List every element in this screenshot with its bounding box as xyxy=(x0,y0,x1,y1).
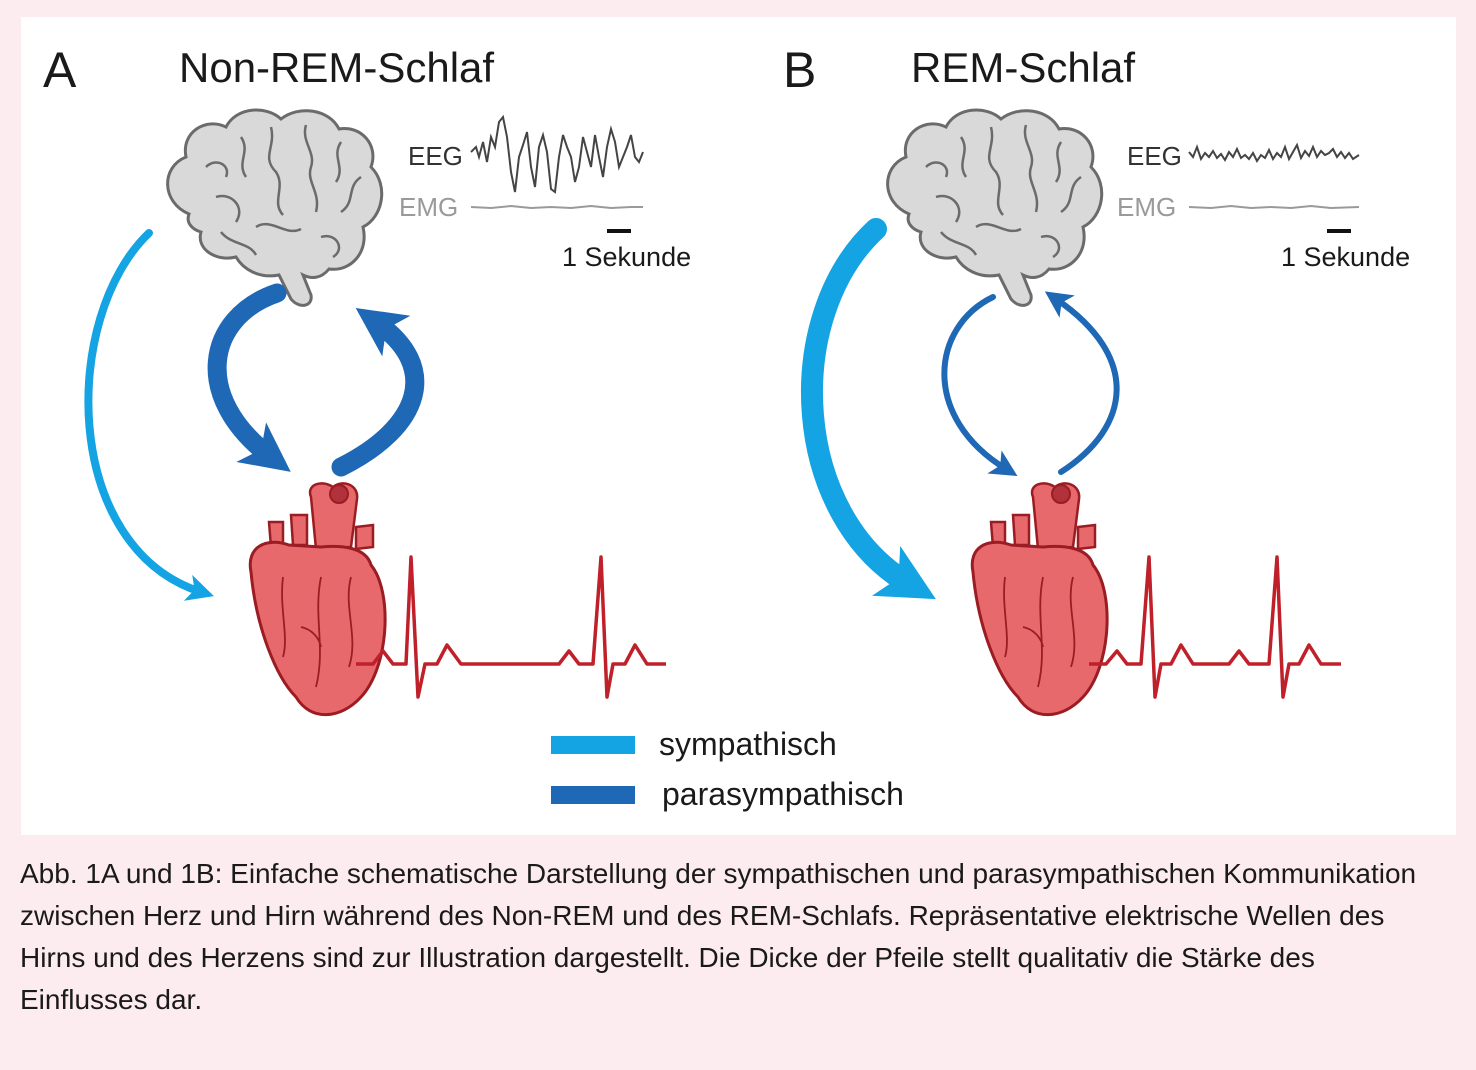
panel-a-sympathetic-arrow xyxy=(84,229,214,601)
panel-a-parasympathetic-arrow-down xyxy=(207,283,291,472)
panel-a-emg-trace xyxy=(470,204,643,210)
panel-a-eeg-label: EEG xyxy=(408,141,463,171)
panel-b-parasympathetic-arrow-up xyxy=(1044,291,1120,475)
legend-label-sympathetic: sympathisch xyxy=(659,726,837,762)
panel-b-ecg-trace xyxy=(1089,555,1341,699)
panel-a-heart xyxy=(248,482,387,717)
panel-a-brain xyxy=(166,108,384,307)
legend-swatch-parasympathetic xyxy=(551,786,635,804)
figure-caption: Abb. 1A und 1B: Einfache schematische Da… xyxy=(20,858,1417,1015)
panel-a-scale-label: 1 Sekunde xyxy=(562,242,692,272)
panel-b-heart xyxy=(970,482,1109,717)
panel-a-parasympathetic-arrow-up xyxy=(331,307,425,477)
panel-b-parasympathetic-arrow-down xyxy=(941,294,1018,477)
panel-b-title: REM-Schlaf xyxy=(911,44,1136,91)
panel-a-title: Non-REM-Schlaf xyxy=(179,44,495,91)
figure-artwork xyxy=(84,108,1360,804)
panel-a-letter: A xyxy=(43,42,77,98)
panel-a-emg-label: EMG xyxy=(399,192,459,222)
panel-b-emg-trace xyxy=(1188,204,1360,210)
panel-b-eeg-trace xyxy=(1188,142,1360,163)
panel-b-eeg-label: EEG xyxy=(1127,141,1182,171)
panel-a-eeg-trace xyxy=(470,114,644,194)
panel-b-emg-label: EMG xyxy=(1117,192,1177,222)
panel-a-ecg-trace xyxy=(356,555,666,699)
panel-b-letter: B xyxy=(783,42,817,98)
legend-swatch-sympathetic xyxy=(551,736,635,754)
panel-b-scale-label: 1 Sekunde xyxy=(1281,242,1411,272)
panel-b-sympathetic-arrow xyxy=(801,218,936,600)
figure-panel: A Non-REM-Schlaf EEG EMG 1 Sekunde B REM… xyxy=(21,17,1456,835)
panel-b-brain xyxy=(886,108,1104,307)
legend-label-parasympathetic: parasympathisch xyxy=(662,776,904,812)
